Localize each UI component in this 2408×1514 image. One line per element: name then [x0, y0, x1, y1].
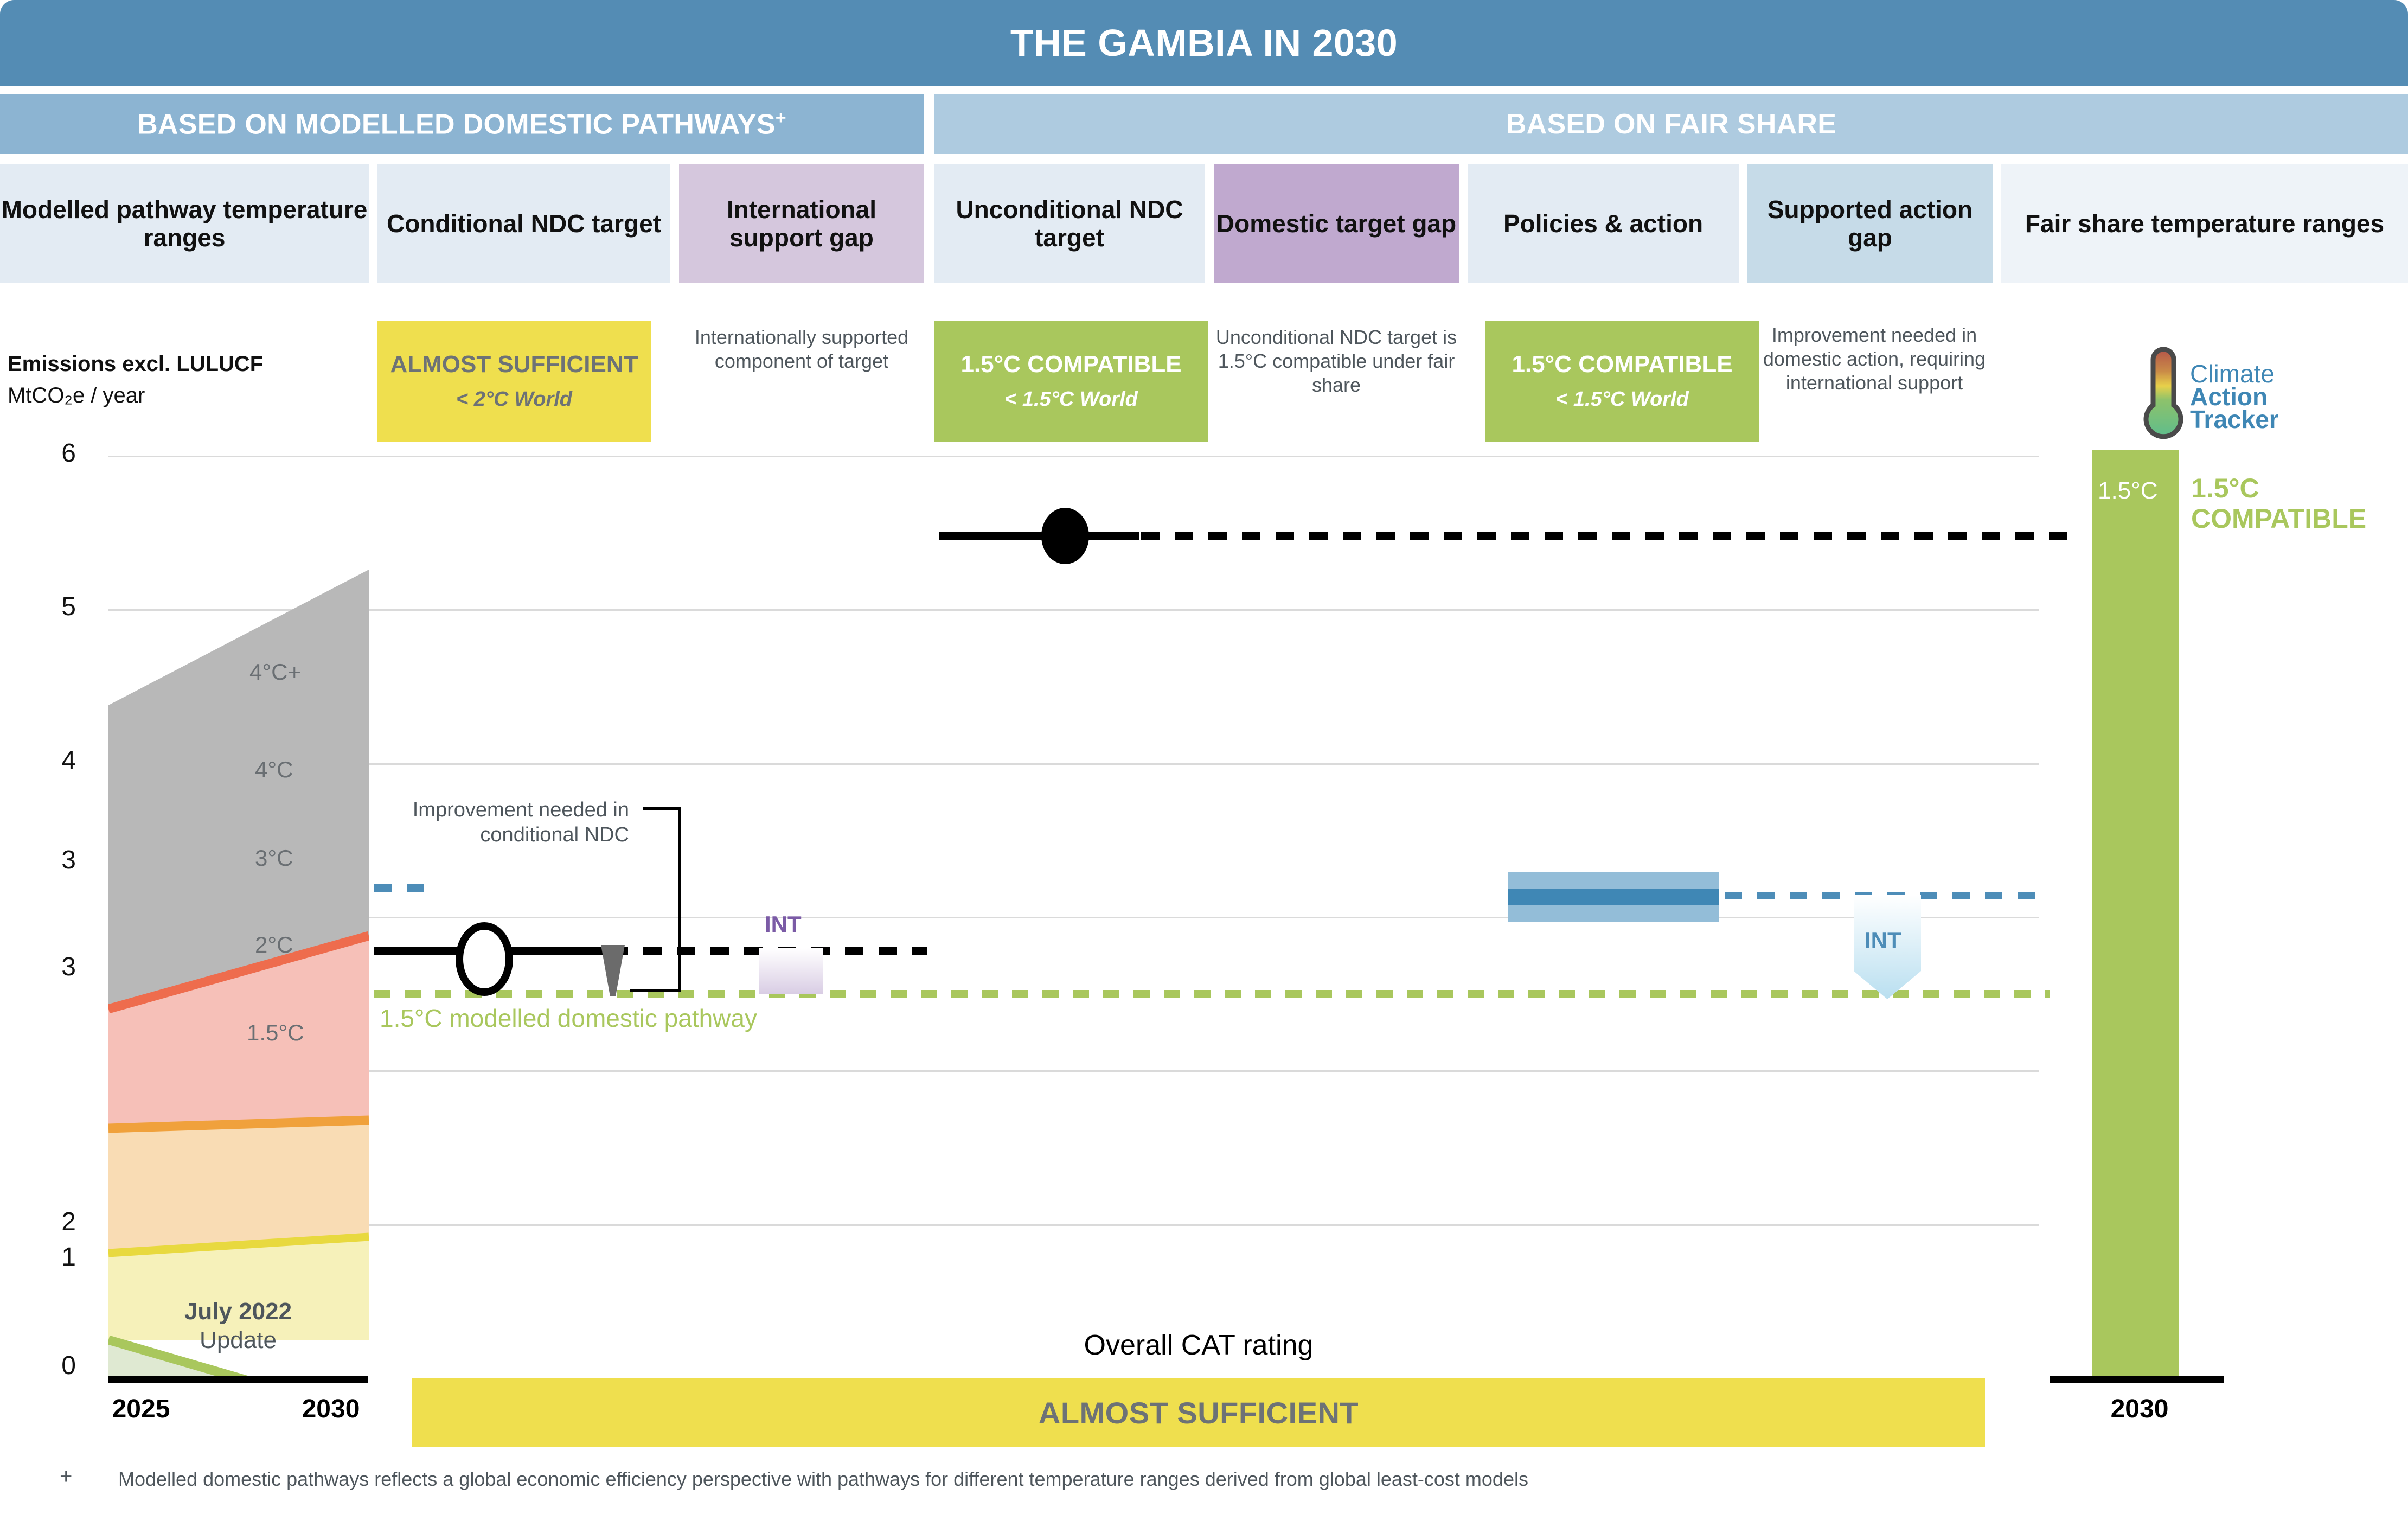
overall-cat-rating-value: ALMOST SUFFICIENT — [1038, 1395, 1359, 1430]
band-label-2c: 2°C — [255, 932, 293, 957]
rating-badge-conditional-ndc: ALMOST SUFFICIENT < 2°C World — [377, 321, 651, 442]
y-axis-title-line1: Emissions excl. LULUCF — [8, 352, 264, 376]
gap-text-international-support: Internationally supported component of t… — [694, 326, 909, 372]
overall-cat-rating-title: Overall CAT rating — [1084, 1330, 1314, 1361]
page-title: THE GAMBIA IN 2030 — [1010, 22, 1398, 64]
band-area-2c — [108, 1237, 369, 1340]
marker-unconditional-ndc-target — [1041, 508, 1089, 564]
band-label-1p5c: 1.5°C — [247, 1020, 304, 1045]
gridline-4 — [108, 763, 2039, 765]
band-line-1p5c — [108, 1335, 255, 1378]
y-tick-2: 2 — [61, 1208, 76, 1236]
thermometer-icon — [2143, 347, 2183, 439]
annotation-improvement-needed: Improvement needed in conditional NDC — [412, 798, 629, 847]
gridline-3b — [108, 1070, 2039, 1072]
band-area-4c — [108, 936, 369, 1128]
bracket-vertical — [678, 807, 681, 992]
bracket-top — [643, 807, 681, 810]
gridline-5 — [108, 609, 2039, 611]
arrow-down-conditional-improvement — [601, 945, 625, 996]
footnote-marker: + — [60, 1465, 73, 1489]
policies-and-action-central-line — [1508, 889, 1719, 905]
gridline-6 — [108, 456, 2039, 457]
y-tick-0: 0 — [61, 1351, 76, 1380]
fair-share-rating-label: 1.5°C COMPATIBLE — [2191, 473, 2367, 534]
page-title-bar: THE GAMBIA IN 2030 — [0, 0, 2408, 86]
marker-conditional-ndc-target — [456, 922, 513, 996]
band-label-4c-plus: 4°C+ — [249, 659, 302, 685]
fair-share-bar-label: 1.5°C — [2098, 477, 2158, 504]
x-axis-line-left — [108, 1376, 368, 1383]
supported-action-gap-arrow — [1854, 895, 1921, 999]
gridline-3a — [108, 917, 2039, 918]
update-label-line2: Update — [200, 1326, 277, 1353]
band-fair-share: BASED ON FAIR SHARE — [934, 94, 2408, 154]
overall-cat-rating-bar: ALMOST SUFFICIENT — [412, 1378, 1985, 1447]
climate-action-tracker-logo: Climate Action Tracker — [2142, 345, 2279, 448]
band-modelled-domestic-pathways: BASED ON MODELLED DOMESTIC PATHWAYS+ — [0, 94, 924, 154]
y-tick-3a: 3 — [61, 846, 76, 874]
fair-share-temperature-bar — [2092, 450, 2179, 1379]
rating-label-conditional-ndc: ALMOST SUFFICIENT — [390, 351, 638, 378]
y-tick-6: 6 — [61, 439, 76, 468]
band-left-label: BASED ON MODELLED DOMESTIC PATHWAYS — [137, 108, 776, 140]
update-label-line1: July 2022 — [184, 1298, 292, 1325]
y-axis-title-line2: MtCO₂e / year — [8, 384, 145, 407]
logo-word-tracker: Tracker — [2190, 405, 2279, 434]
y-tick-4: 4 — [61, 746, 76, 775]
footnote-text: Modelled domestic pathways reflects a gl… — [118, 1468, 1528, 1490]
band-area-3c — [108, 1120, 369, 1253]
column-header-modelled-pathway-temperature-ranges: Modelled pathway temperature ranges — [0, 164, 369, 283]
reference-line-policies-stub — [374, 884, 439, 892]
rating-label-policies-and-action: 1.5°C COMPATIBLE — [1512, 351, 1733, 378]
logo-word-action: Action — [2190, 382, 2268, 411]
band-line-4c — [108, 931, 369, 1014]
column-header-domestic-target-gap: Domestic target gap — [1214, 164, 1459, 283]
x-label-2030-left: 2030 — [302, 1395, 360, 1423]
gap-text-supported-action: Improvement needed in domestic action, r… — [1763, 324, 1986, 394]
y-tick-3b: 3 — [61, 953, 76, 981]
band-right-label: BASED ON FAIR SHARE — [1506, 108, 1837, 140]
y-tick-1: 1 — [61, 1243, 76, 1272]
band-label-3c: 3°C — [255, 845, 293, 871]
band-left-superscript: + — [775, 107, 786, 129]
column-header-unconditional-ndc-target: Unconditional NDC target — [934, 164, 1205, 283]
column-header-international-support-gap: International support gap — [679, 164, 924, 283]
gridline-2 — [108, 1224, 2039, 1226]
int-label-blue: INT — [1865, 928, 1901, 953]
rating-sub-unconditional-ndc: < 1.5°C World — [1004, 387, 1138, 411]
update-label: July 2022 Update — [108, 1298, 368, 1355]
band-line-2c — [108, 1232, 369, 1257]
column-header-fair-share-temperature-ranges: Fair share temperature ranges — [2001, 164, 2408, 283]
x-axis-line-right — [2050, 1376, 2224, 1383]
international-support-gap-bar — [759, 948, 823, 994]
rating-sub-conditional-ndc: < 2°C World — [456, 387, 573, 411]
band-area-4c-plus — [108, 570, 369, 1009]
rating-badge-policies-and-action: 1.5°C COMPATIBLE < 1.5°C World — [1485, 321, 1759, 442]
gap-text-domestic-target: Unconditional NDC target is 1.5°C compat… — [1215, 326, 1457, 396]
band-line-3c — [108, 1115, 369, 1133]
x-label-2025: 2025 — [112, 1395, 170, 1423]
int-label-purple: INT — [765, 911, 802, 937]
rating-badge-unconditional-ndc: 1.5°C COMPATIBLE < 1.5°C World — [934, 321, 1208, 442]
column-header-policies-and-action: Policies & action — [1468, 164, 1739, 283]
band-label-4c: 4°C — [255, 757, 293, 782]
column-header-conditional-ndc-target: Conditional NDC target — [377, 164, 670, 283]
reference-line-unconditional-ndc — [939, 532, 2073, 540]
bracket-bottom — [630, 989, 681, 992]
y-tick-5: 5 — [61, 592, 76, 621]
x-label-2030-right: 2030 — [2110, 1395, 2169, 1423]
pathway-legend-label: 1.5°C modelled domestic pathway — [380, 1004, 757, 1032]
column-header-supported-action-gap: Supported action gap — [1747, 164, 1993, 283]
modelled-pathway-temperature-ranges-chart — [108, 570, 369, 1378]
rating-label-unconditional-ndc: 1.5°C COMPATIBLE — [960, 351, 1182, 378]
rating-sub-policies-and-action: < 1.5°C World — [1555, 387, 1689, 411]
logo-word-climate: Climate — [2190, 359, 2275, 388]
y-axis-title: Emissions excl. LULUCF MtCO₂e / year — [8, 350, 376, 409]
